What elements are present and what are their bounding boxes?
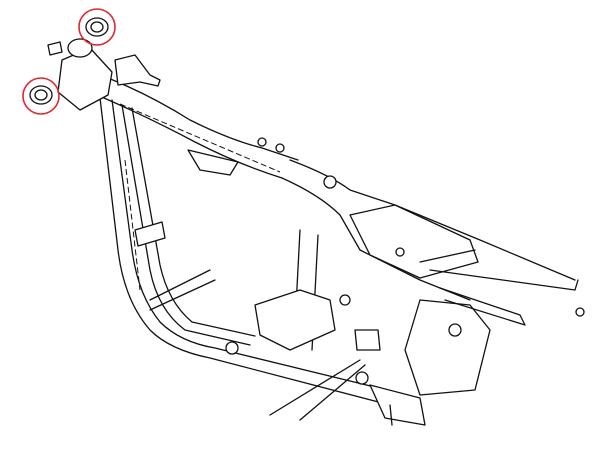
lower-bearing-cup bbox=[22, 77, 60, 115]
backbone-tube bbox=[103, 77, 299, 179]
upper-bearing-cup bbox=[78, 8, 116, 46]
rear-section bbox=[281, 159, 585, 396]
steering-head bbox=[47, 38, 161, 111]
center-post bbox=[134, 137, 381, 421]
highlight-circle-lower bbox=[22, 77, 60, 115]
lower-frame-rails bbox=[99, 97, 426, 426]
highlight-circle-upper bbox=[78, 8, 116, 46]
